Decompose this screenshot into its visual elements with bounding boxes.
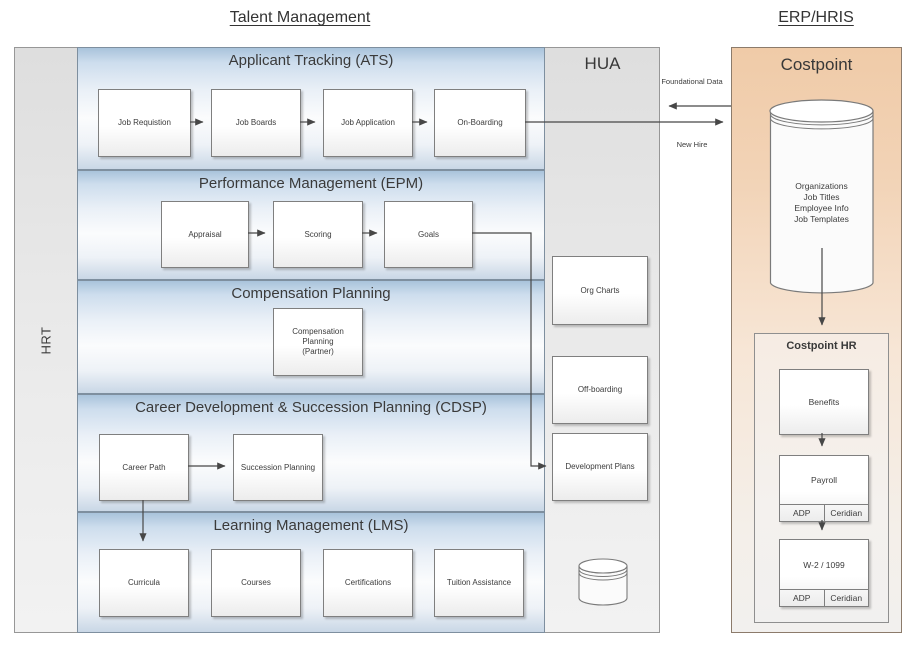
- payroll-vendor-adp: ADP: [793, 508, 811, 518]
- hua-database-icon: [578, 558, 628, 606]
- box-payroll: Payroll ADP Ceridian: [779, 455, 869, 522]
- section-title-ats: Applicant Tracking (ATS): [228, 52, 394, 69]
- section-compensation-planning: Compensation Planning Compensation Plann…: [77, 280, 545, 394]
- box-scoring: Scoring: [273, 201, 363, 268]
- box-appraisal: Appraisal: [161, 201, 249, 268]
- section-learning-management: Learning Management (LMS) Curricula Cour…: [77, 512, 545, 633]
- box-development-plans: Development Plans: [552, 433, 648, 501]
- new-hire-label: New Hire: [676, 140, 708, 149]
- foundational-data-label: Foundational Data: [661, 77, 723, 86]
- box-compensation-planning-partner: Compensation Planning (Partner): [273, 308, 363, 376]
- section-title-epm: Performance Management (EPM): [198, 175, 424, 192]
- box-courses: Courses: [211, 549, 301, 617]
- box-tuition-assistance: Tuition Assistance: [434, 549, 524, 617]
- erp-hris-title: ERP/HRIS: [778, 9, 854, 26]
- db-line-organizations: Organizations: [795, 181, 848, 192]
- benefits-label: Benefits: [808, 397, 840, 407]
- box-succession-planning: Succession Planning: [233, 434, 323, 501]
- box-job-requisition: Job Requistion: [98, 89, 191, 157]
- costpoint-frame: Costpoint Organizations Job Titles Emplo…: [731, 47, 902, 633]
- payroll-vendor-ceridian: Ceridian: [823, 505, 869, 521]
- costpoint-hr-panel: Costpoint HR Benefits Payroll ADP Ceridi…: [754, 333, 889, 623]
- box-on-boarding: On-Boarding: [434, 89, 526, 157]
- w2-vendor-row: ADP Ceridian: [780, 589, 868, 606]
- hua-title: HUA: [584, 54, 621, 73]
- box-certifications: Certifications: [323, 549, 413, 617]
- db-line-job-templates: Job Templates: [794, 214, 849, 225]
- box-org-charts: Org Charts: [552, 256, 648, 325]
- box-goals: Goals: [384, 201, 473, 268]
- db-line-employee-info: Employee Info: [794, 203, 849, 214]
- box-benefits: Benefits: [779, 369, 869, 435]
- section-applicant-tracking: Applicant Tracking (ATS) Job Requistion …: [77, 47, 545, 170]
- costpoint-database-icon: Organizations Job Titles Employee Info J…: [769, 98, 874, 296]
- box-off-boarding: Off-boarding: [552, 356, 648, 424]
- talent-management-title: Talent Management: [229, 9, 371, 26]
- payroll-vendor-row: ADP Ceridian: [780, 504, 868, 521]
- costpoint-hr-title: Costpoint HR: [786, 340, 857, 352]
- section-title-cdsp: Career Development & Succession Planning…: [135, 399, 487, 416]
- db-line-job-titles: Job Titles: [803, 192, 840, 203]
- hrt-label: HRT: [37, 326, 53, 354]
- box-job-application: Job Application: [323, 89, 413, 157]
- w2-label: W-2 / 1099: [803, 559, 845, 570]
- w2-vendor-ceridian: Ceridian: [823, 590, 869, 606]
- box-job-boards: Job Boards: [211, 89, 301, 157]
- box-w2-1099: W-2 / 1099 ADP Ceridian: [779, 539, 869, 607]
- payroll-label: Payroll: [811, 475, 837, 485]
- costpoint-title: Costpoint: [780, 55, 853, 74]
- section-career-development: Career Development & Succession Planning…: [77, 394, 545, 512]
- section-title-lms: Learning Management (LMS): [213, 517, 409, 534]
- w2-vendor-adp: ADP: [793, 593, 811, 603]
- talent-sections: Applicant Tracking (ATS) Job Requistion …: [77, 47, 545, 633]
- section-title-comp: Compensation Planning: [231, 285, 391, 302]
- section-performance-management: Performance Management (EPM) Appraisal S…: [77, 170, 545, 280]
- costpoint-database-contents: Organizations Job Titles Employee Info J…: [769, 181, 874, 225]
- box-curricula: Curricula: [99, 549, 189, 617]
- hrt-side-column: HRT: [14, 47, 77, 633]
- box-career-path: Career Path: [99, 434, 189, 501]
